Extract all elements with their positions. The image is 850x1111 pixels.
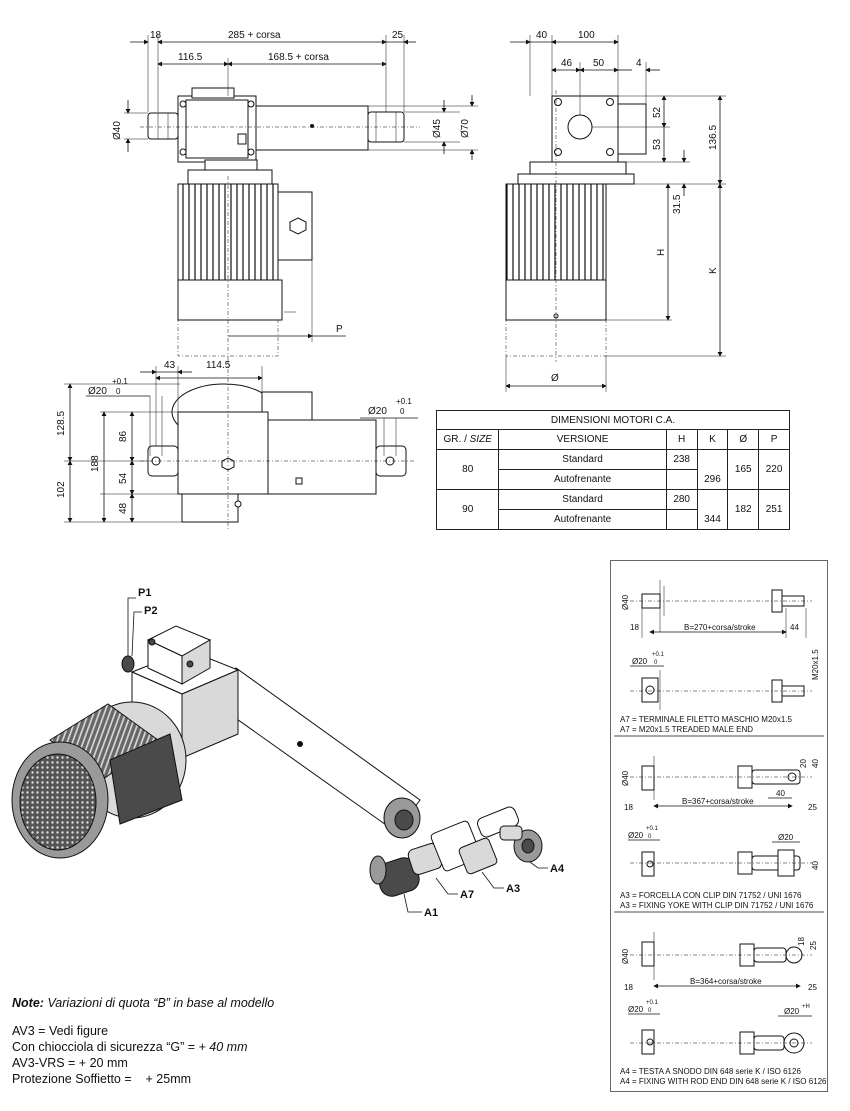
- dim-phi20-left: Ø20: [88, 386, 107, 397]
- svg-text:25: 25: [808, 803, 817, 812]
- dim-50: 50: [593, 58, 605, 69]
- svg-text:+0.1: +0.1: [646, 1000, 659, 1006]
- svg-text:18: 18: [797, 937, 806, 946]
- svg-text:0: 0: [648, 1008, 652, 1014]
- svg-text:0: 0: [654, 660, 658, 666]
- svg-text:40: 40: [811, 759, 820, 768]
- callout-p2: P2: [144, 605, 157, 617]
- note-line-chiocciola: Con chiocciola di sicurezza “G” = + 40 m…: [12, 1040, 248, 1054]
- callout-a4: A4: [550, 863, 565, 875]
- table-header-p: P: [758, 429, 790, 450]
- svg-text:Ø20: Ø20: [632, 657, 648, 666]
- front-view: 40 100 46 50 4 52 53 136.5 31.5 H K Ø: [505, 30, 726, 392]
- top-view: 43 114.5 Ø20 +0.1 0 Ø20 +0.1 0 128.5 102…: [56, 360, 418, 530]
- dim-136-5: 136.5: [708, 125, 719, 150]
- svg-text:20: 20: [799, 759, 808, 768]
- panel-a3-caption-it: A3 = FORCELLA CON CLIP DIN 71752 / UNI 1…: [620, 891, 802, 900]
- callout-a7: A7: [460, 889, 474, 901]
- table-row: Autofrenante 344: [437, 509, 790, 530]
- dim-100: 100: [578, 30, 595, 41]
- panel-a7: Ø40 18 B=270+corsa/stroke 44 Ø20 +0.1 0 …: [620, 580, 820, 734]
- dim-40: 40: [536, 30, 548, 41]
- dim-128-5: 128.5: [56, 411, 67, 436]
- note-line-av3: AV3 = Vedi figure: [12, 1024, 109, 1038]
- tol-left-bot: 0: [116, 387, 121, 396]
- svg-text:M20x1.5: M20x1.5: [811, 649, 820, 680]
- dim-4: 4: [636, 58, 642, 69]
- panel-a4-caption-it: A4 = TESTA A SNODO DIN 648 serie K / ISO…: [620, 1067, 801, 1076]
- panel-a3: Ø40 18 B=367+corsa/stroke 40 25 20 40 Ø2…: [620, 756, 820, 910]
- svg-text:Ø40: Ø40: [621, 594, 630, 610]
- dim-25: 25: [392, 30, 404, 41]
- svg-text:Ø20: Ø20: [628, 1005, 644, 1014]
- svg-text:44: 44: [790, 623, 799, 632]
- dim-43: 43: [164, 360, 176, 371]
- dim-phi20-right: Ø20: [368, 406, 387, 417]
- actuator-3d-illustration: P1 P2 A1 A7 A3 A4: [11, 587, 565, 919]
- callout-a1: A1: [424, 907, 438, 919]
- dim-phi70: Ø70: [460, 119, 471, 138]
- side-view: 18 285 + corsa 25 116.5 168.5 + corsa Ø4…: [112, 30, 478, 362]
- panel-a7-caption-en: A7 = M20x1.5 TREADED MALE END: [620, 725, 753, 734]
- dim-18: 18: [150, 30, 162, 41]
- dim-31-5: 31.5: [672, 194, 683, 214]
- dim-188: 188: [90, 455, 101, 472]
- svg-text:+0.1: +0.1: [652, 652, 665, 658]
- svg-text:+H: +H: [802, 1004, 810, 1010]
- svg-text:0: 0: [648, 834, 652, 840]
- dim-p: P: [336, 324, 343, 335]
- dim-phi45: Ø45: [432, 119, 443, 138]
- dim-86: 86: [118, 430, 129, 442]
- dim-168-5-corsa: 168.5 + corsa: [268, 52, 329, 63]
- svg-text:18: 18: [624, 983, 633, 992]
- panel-a3-caption-en: A3 = FIXING YOKE WITH CLIP DIN 71752 / U…: [620, 901, 814, 910]
- note-heading: Note: Variazioni di quota “B” in base al…: [12, 996, 275, 1010]
- dim-phi-motor: Ø: [551, 373, 559, 384]
- tol-right-bot: 0: [400, 407, 405, 416]
- table-row: 90 Standard 280 182 251: [435, 489, 790, 530]
- svg-text:Ø20: Ø20: [784, 1007, 800, 1016]
- dim-46: 46: [561, 58, 573, 69]
- callout-p1: P1: [138, 587, 151, 599]
- svg-text:40: 40: [811, 861, 820, 870]
- panel-a4-caption-en: A4 = FIXING WITH ROD END DIN 648 serie K…: [620, 1077, 827, 1086]
- svg-text:+0.1: +0.1: [646, 826, 659, 832]
- svg-text:18: 18: [624, 803, 633, 812]
- dim-285-corsa: 285 + corsa: [228, 30, 281, 41]
- callout-a3: A3: [506, 883, 520, 895]
- svg-text:25: 25: [809, 941, 818, 950]
- note-line-soffietto: Protezione Soffietto = + 25mm: [12, 1072, 192, 1086]
- table-row: Autofrenante 296: [437, 469, 790, 490]
- panel-a4: Ø40 18 B=364+corsa/stroke 25 18 25 Ø20 +…: [620, 932, 827, 1086]
- motor-dimensions-table: DIMENSIONI MOTORI C.A. GR. / SIZE VERSIO…: [435, 410, 790, 530]
- svg-text:Ø40: Ø40: [621, 770, 630, 786]
- svg-text:Ø20: Ø20: [778, 833, 794, 842]
- svg-text:Ø40: Ø40: [621, 948, 630, 964]
- dim-phi40: Ø40: [112, 121, 123, 140]
- dim-116-5: 116.5: [178, 52, 203, 63]
- dim-102: 102: [56, 481, 67, 498]
- tol-left-top: +0.1: [112, 377, 128, 386]
- panel-a7-caption-it: A7 = TERMINALE FILETTO MASCHIO M20x1.5: [620, 715, 793, 724]
- panel-a7-b-dim: B=270+corsa/stroke: [684, 623, 756, 632]
- dim-h: H: [656, 249, 667, 256]
- dim-k: K: [708, 267, 719, 274]
- svg-text:Ø20: Ø20: [628, 831, 644, 840]
- dim-54: 54: [118, 472, 129, 484]
- dim-48: 48: [118, 502, 129, 514]
- panel-a4-b-dim: B=364+corsa/stroke: [690, 977, 762, 986]
- table-row: 80 Standard 238 165 220: [435, 449, 790, 490]
- end-fittings-panel-group: [610, 560, 828, 1092]
- tol-right-top: +0.1: [396, 397, 412, 406]
- note-line-av3-vrs: AV3-VRS = + 20 mm: [12, 1056, 128, 1070]
- dim-52: 52: [652, 106, 663, 118]
- svg-text:18: 18: [630, 623, 639, 632]
- panel-a3-b-dim: B=367+corsa/stroke: [682, 797, 754, 806]
- svg-text:25: 25: [808, 983, 817, 992]
- svg-text:40: 40: [776, 789, 785, 798]
- dim-53: 53: [652, 138, 663, 150]
- dim-114-5: 114.5: [206, 360, 231, 371]
